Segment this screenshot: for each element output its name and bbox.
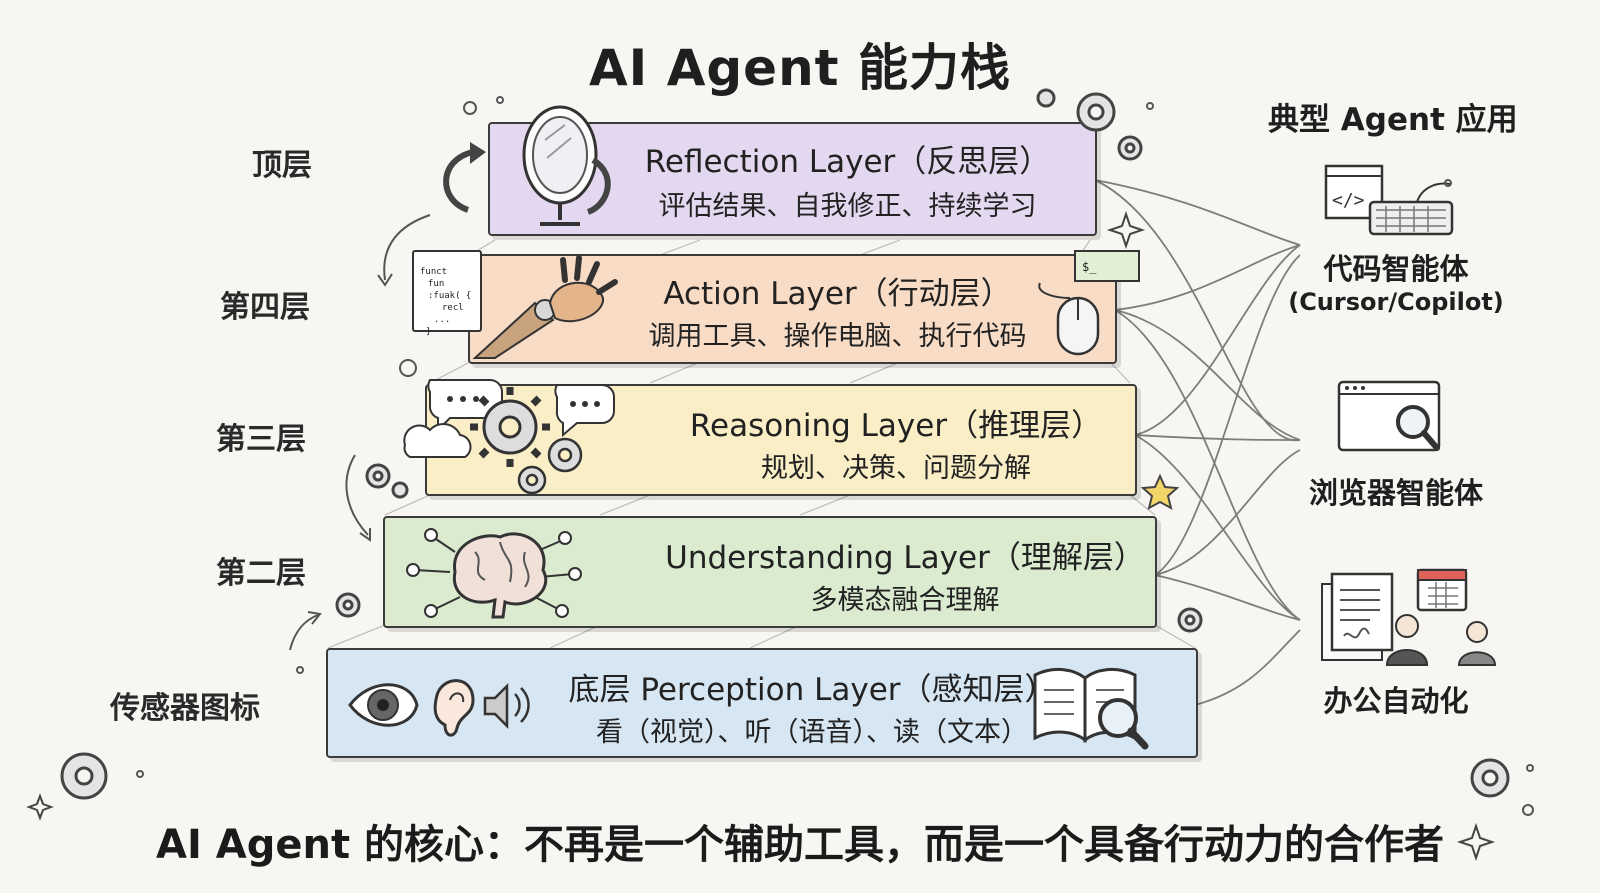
robot-hand-icon [472, 255, 618, 359]
person-icon [1385, 614, 1497, 666]
code-line: recl [442, 303, 464, 313]
terminal-icon: $_ [1074, 250, 1140, 282]
book-icon [1033, 667, 1149, 750]
code-window-icon: funct fun :fuak( { recl ... } [412, 250, 482, 337]
gear-icon [470, 387, 550, 467]
code-window-icon: </> [1324, 164, 1384, 220]
magnifier-icon [1396, 405, 1440, 451]
footer-statement: AI Agent 的核心：不再是一个辅助工具，而是一个具备行动力的合作者 [155, 822, 1444, 868]
keyboard-icon [1368, 182, 1454, 236]
sparkle-icon [26, 210, 1496, 862]
browser-window-icon [1337, 380, 1441, 452]
document-icon [1321, 572, 1394, 661]
gear-icon [60, 88, 1510, 800]
layer-reflection-desc: 评估结果、自我修正、持续学习 [658, 191, 1037, 222]
ear-icon [433, 679, 475, 737]
calendar-icon [1416, 568, 1468, 612]
brain-icon [406, 528, 582, 619]
mouse-icon [1038, 282, 1100, 356]
left-label-top: 顶层 [252, 148, 312, 183]
layer-reasoning: Reasoning Layer（推理层） 规划、决策、问题分解 [425, 384, 1137, 496]
layer-reflection-title: Reflection Layer（反思层） [644, 144, 1051, 180]
mirror-icon [522, 105, 598, 226]
app-code-agent-name: 代码智能体 [1323, 252, 1469, 286]
layer-understanding-title: Understanding Layer（理解层） [665, 540, 1145, 576]
layer-reasoning-title: Reasoning Layer（推理层） [689, 408, 1103, 444]
app-office-automation-name: 办公自动化 [1323, 684, 1469, 718]
cycle-arrows-icon [443, 142, 611, 215]
star-icon [1140, 473, 1180, 510]
layer-action-title: Action Layer（行动层） [663, 276, 1012, 312]
terminal-prompt: $_ [1082, 260, 1097, 274]
layer-perception-title: 底层 Perception Layer（感知层） [568, 672, 1056, 708]
code-line: funct [420, 267, 448, 277]
diagram-title: AI Agent 能力栈 [588, 39, 1011, 97]
left-label-second: 第二层 [216, 556, 306, 591]
code-line: fun :fuak( { [428, 279, 472, 301]
layer-action: Action Layer（行动层） 调用工具、操作电脑、执行代码 [468, 254, 1117, 364]
code-agent-icon: </> [1324, 164, 1454, 236]
app-code-agent-examples: (Cursor/Copilot) [1288, 288, 1504, 316]
speaker-icon [483, 682, 530, 730]
layer-understanding-desc: 多模态融合理解 [810, 585, 1000, 616]
perception-sense-icons [348, 679, 530, 737]
app-browser-agent-name: 浏览器智能体 [1308, 476, 1483, 510]
code-line: } [426, 327, 432, 337]
code-line: ... [434, 315, 451, 325]
layer-action-desc: 调用工具、操作电脑、执行代码 [648, 321, 1027, 352]
magnifier-icon [1098, 698, 1149, 750]
eye-icon [348, 683, 419, 727]
svg-text:</>: </> [1332, 190, 1365, 211]
left-label-fourth: 第四层 [220, 290, 310, 325]
office-automation-icon [1321, 568, 1497, 666]
apps-title: 典型 Agent 应用 [1268, 102, 1518, 138]
reasoning-icons [403, 379, 615, 495]
left-label-third: 第三层 [216, 422, 306, 457]
layer-reasoning-desc: 规划、决策、问题分解 [761, 453, 1031, 484]
layer-perception-desc: 看（视觉）、听（语音）、读（文本） [596, 717, 1028, 748]
left-label-sensor: 传感器图标 [110, 691, 260, 726]
